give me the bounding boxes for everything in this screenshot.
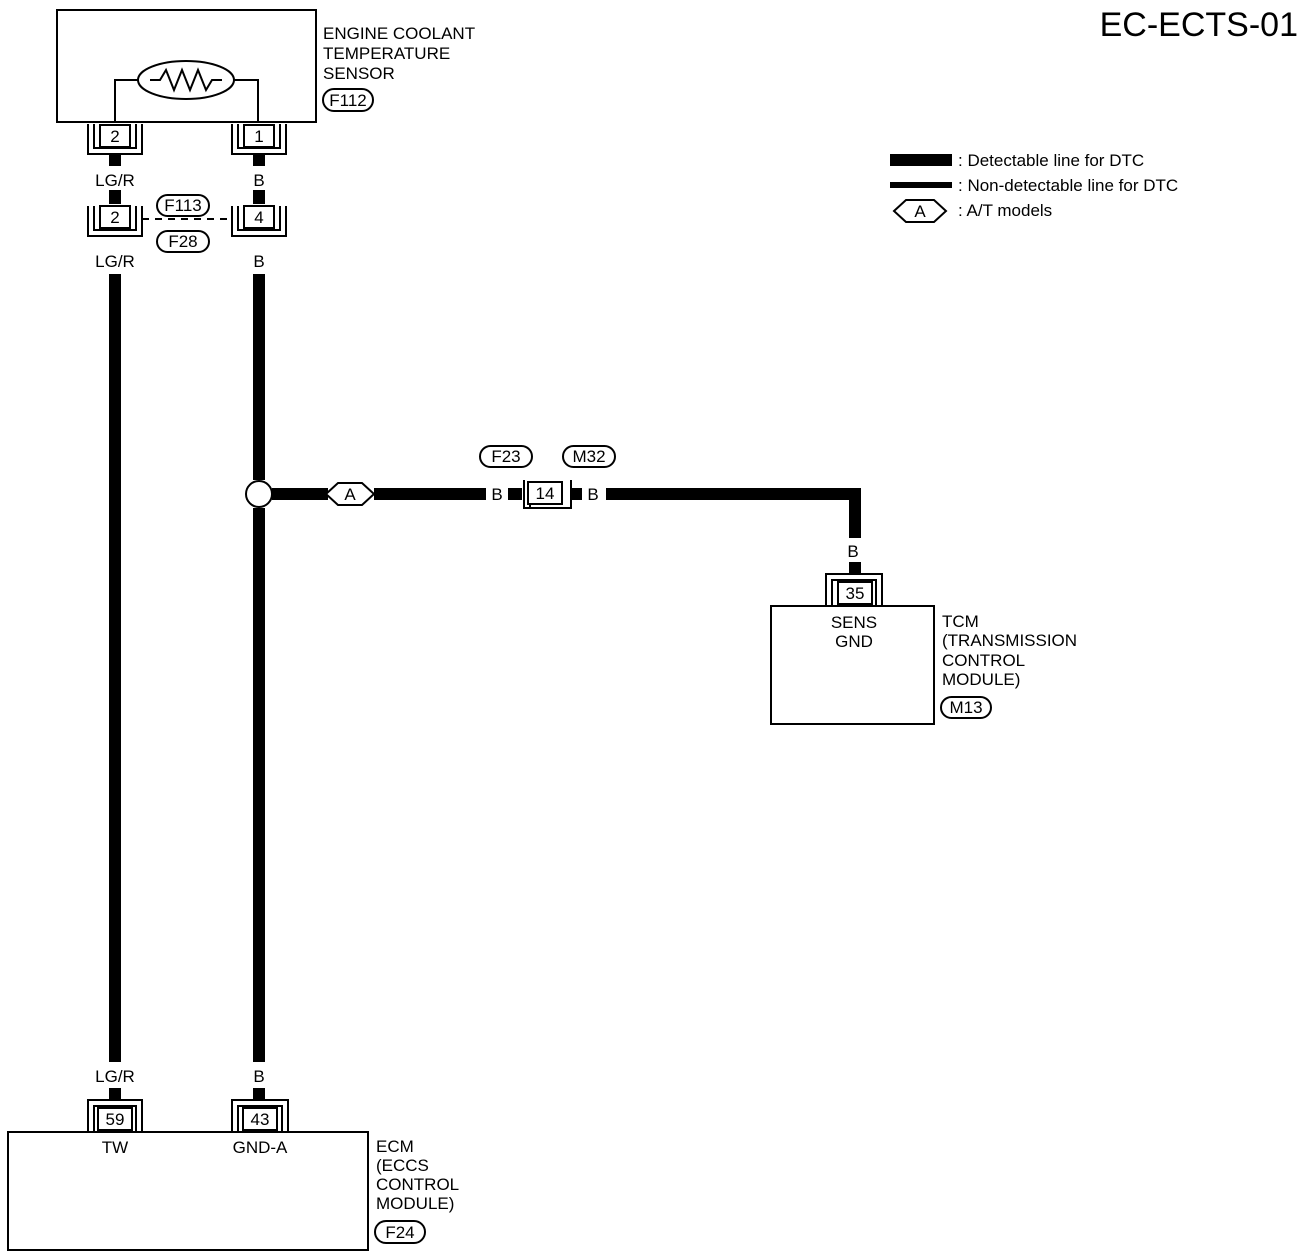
wire-color-lgr-3: LG/R: [95, 1067, 135, 1086]
tcm-name-line1: TCM: [942, 612, 979, 631]
tcm-name-line3: CONTROL: [942, 651, 1025, 670]
wire-color-b-1: B: [253, 171, 264, 190]
tcm-branch: A B 14 B F23 M32 B: [245, 445, 861, 574]
sensor-pin-left: [99, 124, 131, 148]
tcm-pin-bracket: [825, 573, 883, 606]
ecm-module: 59 43 TW GND-A ECM (ECCS CONTROL MODULE)…: [7, 1099, 459, 1251]
tcm-pin-number: 35: [846, 584, 865, 603]
joint-pin-left-number: 2: [110, 208, 119, 227]
wire-color-lgr-1: LG/R: [95, 171, 135, 190]
legend-at-symbol: A: [914, 202, 926, 221]
branch-connector-b-oval: [562, 445, 616, 468]
ecm-box: [7, 1131, 369, 1251]
joint-pin-right: [243, 205, 275, 229]
ecm-connector-id: F24: [385, 1223, 414, 1242]
joint-connector-a-oval: [156, 194, 210, 217]
coolant-temperature-sensor: ENGINE COOLANT TEMPERATURE SENSOR F112 2…: [56, 9, 475, 155]
ecm-pin-left-bracket: [87, 1099, 143, 1132]
tcm-pin: [837, 581, 873, 605]
sensor-pin-right-number: 1: [254, 127, 263, 146]
tcm-name-line2: (TRANSMISSION: [942, 631, 1077, 650]
wire-color-b-2: B: [253, 252, 264, 271]
sensor-internal-wire-right: [234, 79, 259, 122]
ecm-name-line3: CONTROL: [376, 1175, 459, 1194]
sensor-connector-oval: [322, 88, 374, 112]
sensor-connector-id: F112: [329, 91, 367, 110]
ecm-name-line4: MODULE): [376, 1194, 454, 1213]
wire-color-branch-3: B: [847, 542, 858, 561]
ecm-pin-right-bracket: [231, 1099, 289, 1132]
tcm-connector-oval: [940, 696, 992, 719]
wire-color-b-3: B: [253, 1067, 264, 1086]
wire-color-branch-2: B: [587, 485, 598, 504]
legend-at-hexagon: [892, 199, 948, 223]
splice-point: [245, 480, 273, 508]
joint-pin-left: [99, 205, 131, 229]
diagram-title: EC-ECTS-01: [1100, 6, 1298, 44]
ecm-pin-left-number: 59: [106, 1110, 125, 1129]
sensor-name-line1: ENGINE COOLANT: [323, 24, 475, 43]
joint-pin-right-number: 4: [254, 208, 263, 227]
joint-connector-b-oval: [156, 230, 210, 253]
sensor-internal-wire: [114, 79, 138, 122]
branch-at-symbol: A: [344, 485, 356, 504]
tcm-name-line4: MODULE): [942, 670, 1020, 689]
sensor-name-line2: TEMPERATURE: [323, 44, 450, 63]
thermistor-zigzag: [150, 67, 222, 93]
joint-connector: 2 4 F113 F28: [87, 194, 287, 253]
sensor-name-line3: SENSOR: [323, 64, 395, 83]
wire-color-branch-1: B: [491, 485, 502, 504]
branch-pin-number: 14: [536, 484, 555, 503]
wire-color-lgr-2: LG/R: [95, 252, 135, 271]
ecm-pin-right-number: 43: [251, 1110, 270, 1129]
sensor-pin-left-number: 2: [110, 127, 119, 146]
legend: : Detectable line for DTC : Non-detectab…: [890, 151, 1178, 223]
ecm-name-line2: (ECCS: [376, 1156, 429, 1175]
ecm-connector-oval: [374, 1220, 426, 1244]
ecm-name-line1: ECM: [376, 1137, 414, 1156]
joint-connector-a-id: F113: [164, 196, 202, 215]
legend-detectable-label: : Detectable line for DTC: [958, 151, 1144, 170]
ecm-pin-left: [97, 1107, 133, 1131]
branch-connector-a-oval: [479, 445, 533, 468]
joint-connector-b-id: F28: [168, 232, 197, 251]
ecm-terminal-gnd-a: GND-A: [233, 1138, 288, 1157]
legend-non-detectable-label: : Non-detectable line for DTC: [958, 176, 1178, 195]
branch-pin: [527, 481, 563, 505]
wire-branch-right: [606, 488, 861, 538]
tcm-box: [770, 605, 935, 725]
joint-pin-right-bracket: [231, 206, 287, 237]
branch-connector-a-id: F23: [491, 447, 520, 466]
sensor-pin-right: [243, 124, 275, 148]
tcm-terminal-line2: GND: [835, 632, 873, 651]
tcm-module: 35 SENS GND TCM (TRANSMISSION CONTROL MO…: [770, 573, 1077, 725]
legend-at-label: : A/T models: [958, 201, 1052, 220]
tcm-connector-id: M13: [949, 698, 982, 717]
ecm-terminal-tw: TW: [102, 1138, 128, 1157]
tcm-terminal-line1: SENS: [831, 613, 877, 632]
ecm-pin-right: [242, 1107, 278, 1131]
joint-pin-left-bracket: [87, 206, 143, 237]
branch-connector-b-id: M32: [572, 447, 605, 466]
